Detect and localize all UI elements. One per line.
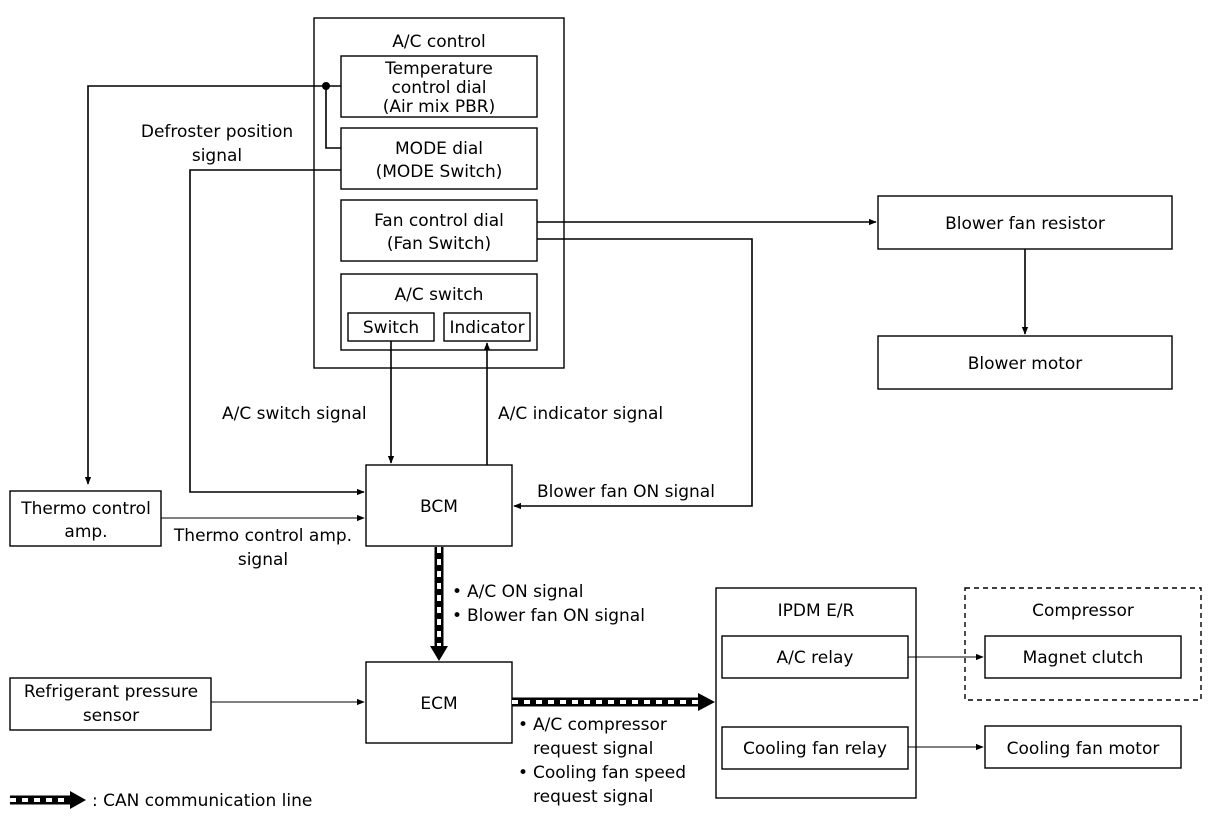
cooling-fan-relay-box bbox=[721, 726, 909, 770]
ecm-label: ECM bbox=[420, 694, 457, 714]
compressor-request-label-2: request signal bbox=[533, 739, 653, 759]
ac-control-title: A/C control bbox=[392, 32, 486, 52]
blower-fan-on-signal-label: Blower fan ON signal bbox=[537, 482, 715, 502]
defroster-wire-to-thermo-amp bbox=[84, 85, 341, 485]
ac-indicator-signal-label: A/C indicator signal bbox=[498, 404, 663, 424]
refrigerant-pressure-sensor-box bbox=[9, 677, 212, 731]
blower-fan-on-can-label: Blower fan ON signal bbox=[467, 606, 645, 626]
indicator-box bbox=[443, 312, 531, 342]
cooling-fan-motor-box bbox=[984, 725, 1182, 769]
thermo-amp-label-2: amp. bbox=[64, 522, 107, 542]
cooling-fan-motor-label: Cooling fan motor bbox=[1007, 739, 1160, 759]
mode-dial-label-2: (MODE Switch) bbox=[376, 162, 503, 182]
thermo-amp-signal-label-2: signal bbox=[238, 550, 288, 570]
can-line-bcm-ecm bbox=[430, 547, 448, 661]
fan-dial-label-2: (Fan Switch) bbox=[387, 234, 491, 254]
blower-motor-label: Blower motor bbox=[968, 354, 1083, 374]
cooling-fan-speed-label-1: Cooling fan speed bbox=[533, 763, 686, 783]
bcm-box bbox=[365, 464, 513, 547]
compressor-request-label-1: A/C compressor bbox=[533, 715, 667, 735]
temperature-dial-label-2: control dial bbox=[392, 78, 487, 98]
mode-to-bcm-wire bbox=[189, 169, 365, 496]
cooling-fan-relay-label: Cooling fan relay bbox=[743, 739, 887, 759]
bcm-ecm-bullet-1: • bbox=[452, 582, 462, 602]
defroster-signal-label-1: Defroster position bbox=[141, 122, 293, 142]
mode-dial-junction-wire bbox=[325, 86, 341, 149]
magnet-clutch-label: Magnet clutch bbox=[1023, 648, 1144, 668]
temperature-dial-label-1: Temperature bbox=[384, 59, 493, 79]
blower-fan-resistor-box bbox=[877, 195, 1173, 250]
bcm-ecm-bullet-2: • bbox=[452, 606, 462, 626]
mode-dial-label-1: MODE dial bbox=[395, 139, 483, 159]
blower-fan-resistor-label: Blower fan resistor bbox=[945, 214, 1105, 234]
ecm-ipdm-bullet-2: • bbox=[518, 763, 528, 783]
magnet-clutch-box bbox=[984, 635, 1182, 679]
blower-motor-box bbox=[877, 335, 1173, 390]
fan-control-dial-box bbox=[340, 199, 538, 262]
indicator-label: Indicator bbox=[449, 318, 524, 338]
refrigerant-sensor-label-2: sensor bbox=[83, 706, 139, 726]
switch-label: Switch bbox=[363, 318, 419, 338]
switch-box bbox=[347, 312, 435, 342]
fan-dial-label-1: Fan control dial bbox=[374, 211, 504, 231]
ac-relay-label: A/C relay bbox=[777, 648, 854, 668]
blower-fan-on-wire bbox=[513, 238, 753, 510]
ecm-ipdm-bullet-1: • bbox=[518, 715, 528, 735]
thermo-amp-label-1: Thermo control bbox=[20, 499, 151, 519]
ac-control-group: A/C control Temperature control dial (Ai… bbox=[313, 17, 565, 369]
ecm-box bbox=[365, 661, 513, 744]
can-legend-symbol bbox=[10, 791, 86, 809]
defroster-signal-label-2: signal bbox=[192, 146, 242, 166]
compressor-title: Compressor bbox=[1032, 601, 1134, 621]
can-legend-label: : CAN communication line bbox=[92, 791, 312, 811]
ac-on-signal-label: A/C ON signal bbox=[467, 582, 583, 602]
temperature-control-dial-box bbox=[340, 55, 538, 118]
refrigerant-sensor-label-1: Refrigerant pressure bbox=[24, 682, 198, 702]
ipdm-title: IPDM E/R bbox=[778, 601, 855, 621]
mode-dial-box bbox=[340, 127, 538, 190]
compressor-box bbox=[964, 587, 1202, 701]
bcm-label: BCM bbox=[420, 497, 458, 517]
cooling-fan-speed-label-2: request signal bbox=[533, 787, 653, 807]
ac-switch-title: A/C switch bbox=[395, 285, 484, 305]
temperature-dial-label-3: (Air mix PBR) bbox=[383, 97, 495, 117]
ac-switch-signal-label: A/C switch signal bbox=[222, 404, 367, 424]
can-line-ecm-ipdm bbox=[512, 693, 715, 711]
thermo-control-amp-box bbox=[9, 490, 162, 547]
thermo-amp-signal-label-1: Thermo control amp. bbox=[173, 526, 352, 546]
